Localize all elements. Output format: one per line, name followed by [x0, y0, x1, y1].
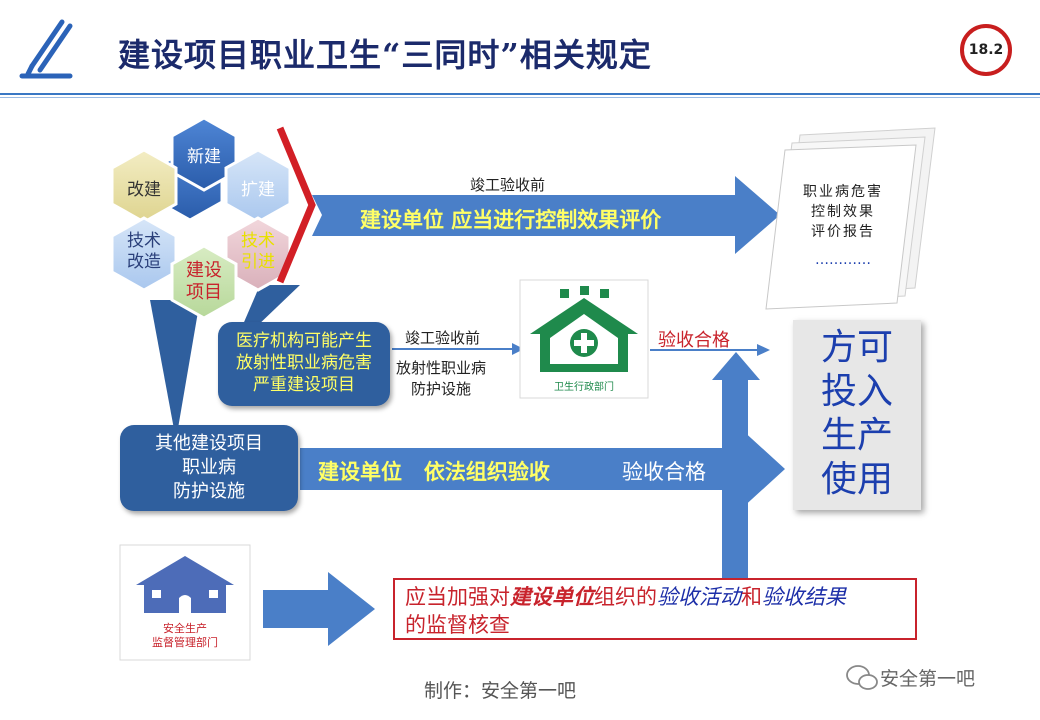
header-divider: [0, 93, 1040, 95]
hex-project-label: 建设 项目: [186, 260, 222, 303]
hex-tech-transform: [110, 216, 178, 292]
hex-project: [170, 244, 238, 320]
hex-new-label: 新建: [187, 147, 221, 167]
health-agency-icon: [519, 279, 649, 399]
result-box: [793, 320, 921, 510]
red-bracket: [276, 126, 316, 284]
hex-tech-transform-label: 技术 改造: [127, 231, 161, 272]
report-stack-icon: [765, 127, 936, 310]
header-divider-thin: [0, 97, 1040, 98]
hex-new: [170, 116, 238, 192]
evaluation-arrow-text: 建设单位 应当进行控制效果评价: [360, 208, 662, 232]
radiation-facility-label: 放射性职业病 防护设施: [396, 359, 487, 398]
hex-expand-label: 扩建: [241, 180, 275, 200]
watermark-text: 安全第一吧: [880, 668, 976, 690]
result-text: 方可 投入 生产 使用: [820, 327, 893, 500]
wechat-icon: [846, 665, 878, 690]
supervision-arrow: [263, 572, 375, 646]
page-title: 建设项目职业卫生“三同时”相关规定: [118, 36, 652, 74]
top-precheck-label: 竣工验收前: [470, 176, 546, 194]
hexagon-cluster: [110, 116, 292, 320]
hex-rebuild-label: 改建: [127, 180, 161, 200]
hex-tech-import: [224, 216, 292, 292]
page-number-badge: 18.2: [960, 24, 1012, 76]
safety-agency-icon: [119, 544, 251, 661]
safety-agency-caption: 安全生产 监督管理部门: [152, 622, 218, 649]
other-project-bubble: 其他建设项目 职业病 防护设施: [120, 425, 298, 511]
radiation-precheck-label: 竣工验收前: [405, 329, 481, 347]
evaluation-arrow: [312, 176, 780, 254]
footer-credit: 制作：安全第一吧: [424, 680, 577, 702]
report-title: 职业病危害 控制效果 评价报告 …………: [803, 184, 883, 268]
supervision-up-arrow: [712, 352, 760, 578]
pencil-logo-icon: [19, 19, 73, 79]
radiation-project-bubble: 医疗机构可能产生 放射性职业病危害 严重建设项目: [218, 322, 390, 406]
acceptance-arrow: [300, 428, 785, 510]
health-agency-caption: 卫生行政部门: [554, 382, 614, 393]
acceptance-arrow-text: 建设单位 依法组织验收: [318, 460, 550, 484]
acceptance-pass-label: 验收合格: [622, 460, 706, 484]
supervision-text-box: 应当加强对建设单位组织的验收活动和验收结果的监督核查: [393, 578, 917, 640]
other-bubble-tail: [150, 300, 200, 440]
radiation-pass-label: 验收合格: [658, 330, 730, 351]
hex-tech-import-label: 技术 引进: [241, 231, 275, 272]
